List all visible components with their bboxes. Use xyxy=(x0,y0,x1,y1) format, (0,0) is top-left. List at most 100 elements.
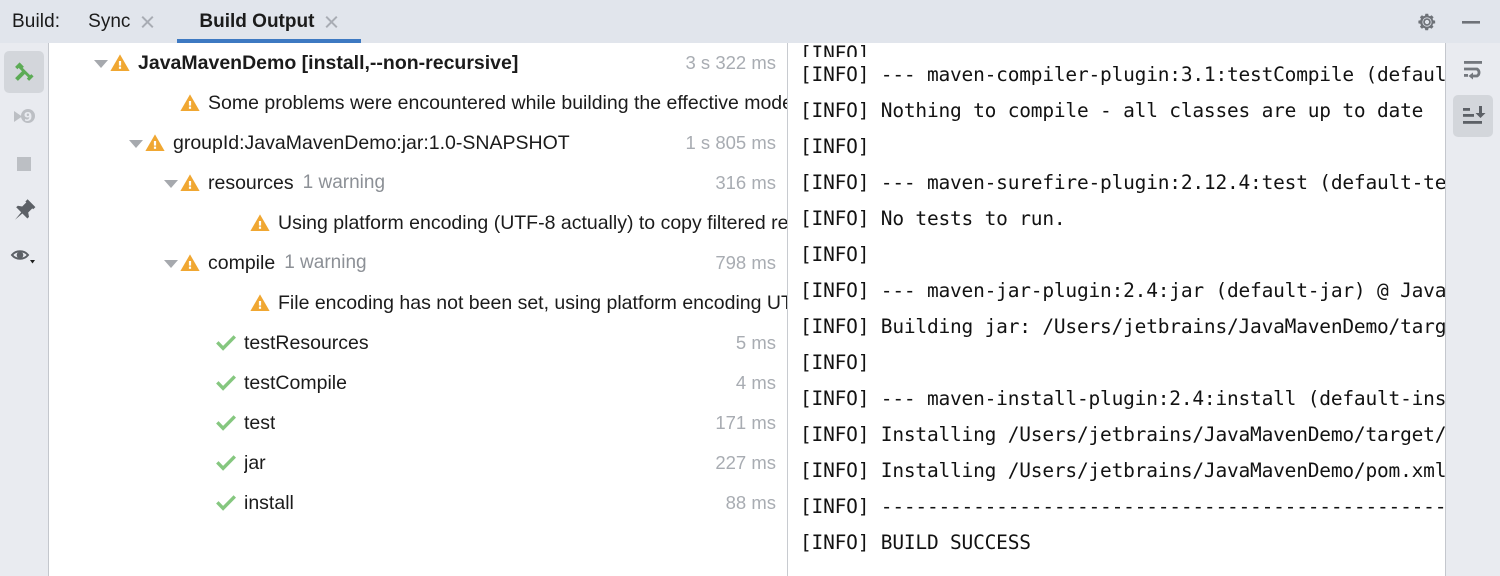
warning-icon xyxy=(110,54,130,71)
scroll-to-end-icon xyxy=(1463,106,1486,124)
tab-build-output[interactable]: Build Output xyxy=(177,0,362,43)
left-toolbar: 9 xyxy=(0,43,49,576)
tree-row-label: test xyxy=(244,411,276,434)
tree-indent-spacer xyxy=(197,374,215,392)
console-line: [INFO] --- maven-install-plugin:2.4:inst… xyxy=(800,387,1445,410)
success-icon xyxy=(215,492,237,514)
tree-row-label: groupId:JavaMavenDemo:jar:1.0-SNAPSHOT xyxy=(173,131,570,154)
gear-icon xyxy=(1418,13,1436,30)
warning-icon xyxy=(109,52,131,74)
warning-icon xyxy=(249,292,271,314)
success-icon xyxy=(216,455,237,471)
tree-row[interactable]: File encoding has not been set, using pl… xyxy=(49,283,788,323)
hammer-icon xyxy=(15,62,34,81)
close-icon[interactable] xyxy=(324,14,339,29)
warning-icon xyxy=(144,132,166,154)
tree-row-label: Using platform encoding (UTF-8 actually)… xyxy=(278,211,788,234)
success-icon xyxy=(215,332,237,354)
tree-row-duration: 1 s 805 ms xyxy=(681,132,776,154)
warning-icon xyxy=(180,174,200,191)
console-line: [INFO] Installing /Users/jetbrains/JavaM… xyxy=(800,423,1445,446)
tree-row-label: compile xyxy=(208,251,276,274)
tree-row[interactable]: JavaMavenDemo [install,--non-recursive] 3… xyxy=(49,43,788,83)
build-console-output[interactable]: [INFO] [INFO] --- maven-compiler-plugin:3… xyxy=(788,43,1445,576)
pin-tab-button[interactable] xyxy=(4,189,44,231)
tree-row-label: jar xyxy=(244,451,266,474)
tree-row-label: JavaMavenDemo [install,--non-recursive] xyxy=(138,51,519,74)
console-toolbar xyxy=(1445,43,1500,576)
build-label: Build: xyxy=(12,10,61,32)
scroll-to-end-button[interactable] xyxy=(1453,95,1493,137)
chevron-down-icon[interactable] xyxy=(161,254,179,272)
soft-wrap-button[interactable] xyxy=(1453,49,1493,91)
console-line: [INFO] --- maven-jar-plugin:2.4:jar (def… xyxy=(800,279,1445,302)
tree-row[interactable]: jar 227 ms xyxy=(49,443,788,483)
eye-dropdown-icon xyxy=(10,250,35,264)
soft-wrap-icon xyxy=(1464,61,1482,80)
tree-row-warning-count: 1 warning xyxy=(302,172,386,193)
header-actions xyxy=(1414,0,1500,43)
panel-splitter[interactable] xyxy=(787,43,788,576)
chevron-down-icon[interactable] xyxy=(91,54,109,72)
minimize-icon xyxy=(1462,20,1480,24)
chevron-down-icon[interactable] xyxy=(161,174,179,192)
console-line: [INFO] ---------------------------------… xyxy=(800,495,1445,518)
console-line: [INFO] xyxy=(800,351,870,374)
tab-sync-label: Sync xyxy=(88,10,131,32)
success-icon xyxy=(216,495,237,511)
success-icon xyxy=(216,335,237,351)
tab-sync[interactable]: Sync xyxy=(66,0,177,43)
warning-icon xyxy=(250,294,270,311)
active-tab-underline xyxy=(177,39,362,43)
show-options-button[interactable] xyxy=(4,235,44,277)
build-tree-panel[interactable]: JavaMavenDemo [install,--non-recursive] 3… xyxy=(49,43,788,576)
rerun-build-button[interactable] xyxy=(4,51,44,93)
tree-row[interactable]: groupId:JavaMavenDemo:jar:1.0-SNAPSHOT 1 … xyxy=(49,123,788,163)
console-line: [INFO] BUILD SUCCESS xyxy=(800,531,1031,554)
console-line: [INFO] --- maven-compiler-plugin:3.1:tes… xyxy=(800,63,1445,86)
tree-row-duration: 3 s 322 ms xyxy=(681,52,776,74)
console-line: [INFO] Nothing to compile - all classes … xyxy=(800,99,1424,122)
tree-row[interactable]: Some problems were encountered while bui… xyxy=(49,83,788,123)
build-tool-window-header: Build: Sync Build Output xyxy=(0,0,1500,43)
tree-row-duration: 5 ms xyxy=(731,332,776,354)
tree-row-label: testResources xyxy=(244,331,369,354)
warning-icon xyxy=(145,134,165,151)
settings-button[interactable] xyxy=(1414,9,1440,35)
rerun-failed-tests-button[interactable]: 9 xyxy=(4,97,44,139)
close-icon[interactable] xyxy=(140,14,155,29)
success-icon xyxy=(216,375,237,391)
tree-row-duration: 316 ms xyxy=(711,172,776,194)
tree-indent-spacer xyxy=(161,94,179,112)
chevron-down-icon[interactable] xyxy=(126,134,144,152)
tree-indent-spacer xyxy=(231,214,249,232)
build-tool-window-body: 9 JavaMa xyxy=(0,43,1500,576)
stop-button[interactable] xyxy=(4,143,44,185)
warning-icon xyxy=(180,254,200,271)
tree-indent-spacer xyxy=(231,294,249,312)
tree-row-duration: 227 ms xyxy=(711,452,776,474)
warning-icon xyxy=(249,212,271,234)
success-icon xyxy=(216,415,237,431)
tree-row-warning-count: 1 warning xyxy=(284,252,367,273)
minimize-button[interactable] xyxy=(1458,9,1484,35)
console-line: [INFO] Building jar: /Users/jetbrains/Ja… xyxy=(800,315,1445,338)
console-line: [INFO] xyxy=(800,43,870,57)
stop-icon xyxy=(17,157,31,171)
tree-row[interactable]: Using platform encoding (UTF-8 actually)… xyxy=(49,203,788,243)
tree-row-label: File encoding has not been set, using pl… xyxy=(278,291,788,314)
tree-row[interactable]: testResources 5 ms xyxy=(49,323,788,363)
console-line: [INFO] xyxy=(800,135,870,158)
tree-indent-spacer xyxy=(197,454,215,472)
success-icon xyxy=(215,452,237,474)
tree-row-duration: 88 ms xyxy=(721,492,776,514)
tree-row-duration: 798 ms xyxy=(711,252,776,274)
tree-row[interactable]: compile 1 warning 798 ms xyxy=(49,243,788,283)
tree-row-label: testCompile xyxy=(244,371,347,394)
svg-text:9: 9 xyxy=(24,110,32,124)
console-line: [INFO] --- maven-surefire-plugin:2.12.4:… xyxy=(800,171,1445,194)
